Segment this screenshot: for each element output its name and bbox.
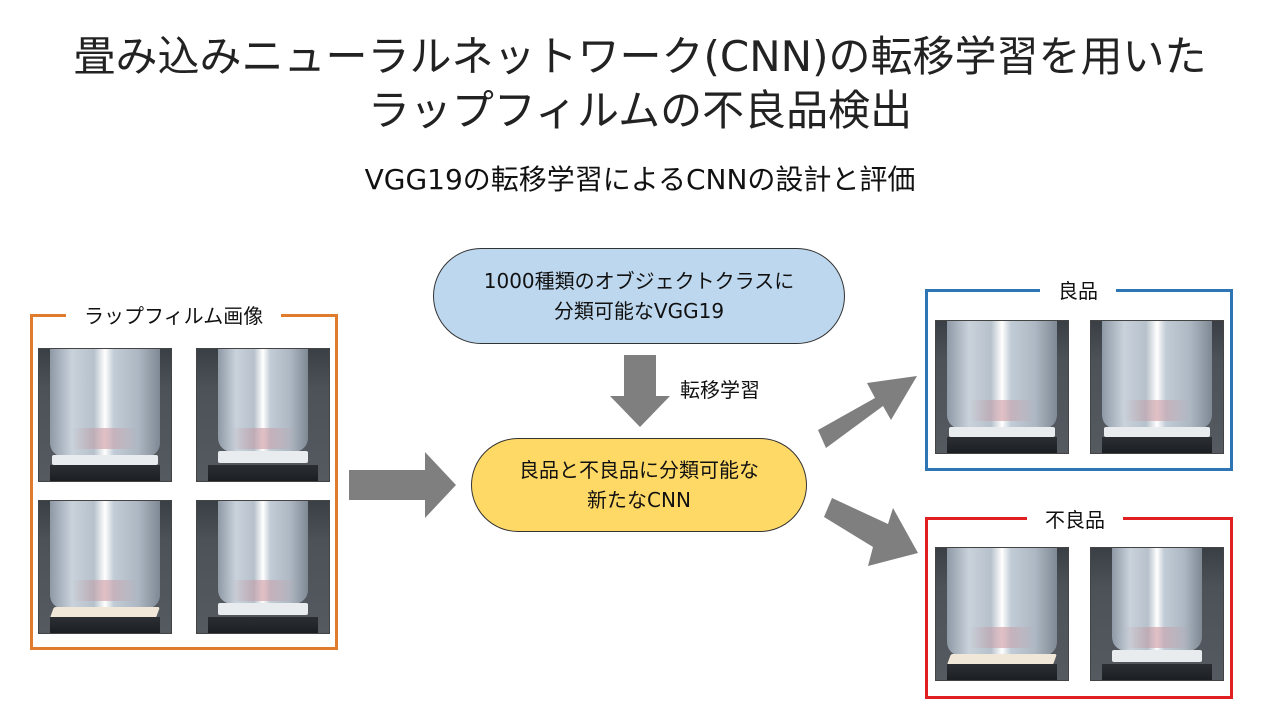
arrow-input-to-cnn (349, 452, 456, 518)
title-line-2: ラップフィルムの不良品検出 (367, 86, 913, 135)
good-image-1 (935, 320, 1069, 454)
arrow-cnn-to-bad (824, 498, 918, 566)
vgg19-box-text: 1000種類のオブジェクトクラスに 分類可能なVGG19 (483, 269, 795, 323)
input-image-3 (38, 500, 172, 634)
input-image-2 (196, 348, 330, 482)
vgg19-box: 1000種類のオブジェクトクラスに 分類可能なVGG19 (433, 248, 845, 344)
good-group-label: 良品 (1040, 279, 1116, 303)
arrow-cnn-to-good (818, 376, 917, 448)
new-cnn-box: 良品と不良品に分類可能な 新たなCNN (471, 438, 807, 532)
page-title: 畳み込みニューラルネットワーク(CNN)の転移学習を用いた ラップフィルムの不良… (0, 30, 1280, 138)
subtitle: VGG19の転移学習によるCNNの設計と評価 (364, 163, 916, 196)
good-image-2 (1090, 320, 1224, 454)
bad-image-1 (935, 547, 1069, 681)
input-images-label: ラップフィルム画像 (66, 304, 282, 328)
bad-group-label: 不良品 (1027, 508, 1123, 532)
transfer-learning-label: 転移学習 (680, 378, 760, 402)
title-line-1: 畳み込みニューラルネットワーク(CNN)の転移学習を用いた (73, 32, 1207, 81)
arrow-vgg-to-cnn (610, 355, 670, 427)
bad-image-2 (1090, 547, 1224, 681)
input-image-4 (196, 500, 330, 634)
input-image-1 (38, 348, 172, 482)
new-cnn-box-text: 良品と不良品に分類可能な 新たなCNN (519, 458, 759, 512)
